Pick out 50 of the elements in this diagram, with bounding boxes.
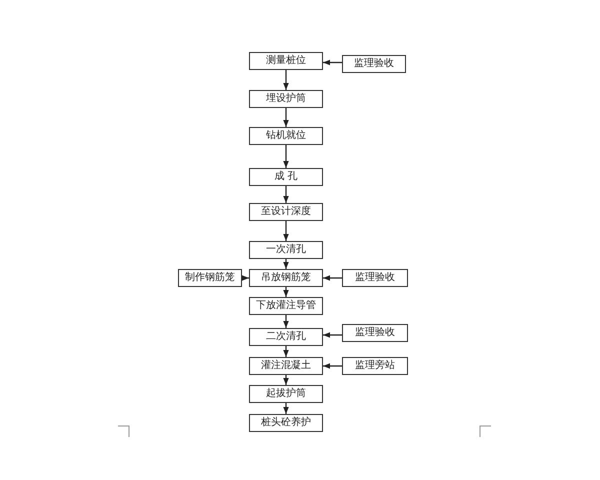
process-box bbox=[342, 324, 408, 342]
process-box bbox=[249, 203, 323, 221]
process-box bbox=[342, 357, 408, 375]
arrow bbox=[323, 275, 342, 281]
step-label: 下放灌注导管 bbox=[256, 301, 316, 311]
arrow bbox=[323, 363, 342, 369]
process-box bbox=[342, 55, 406, 73]
arrow bbox=[283, 259, 289, 269]
process-box bbox=[249, 297, 323, 315]
arrow bbox=[283, 346, 289, 357]
step-label: 桩头砼养护 bbox=[261, 418, 311, 428]
process-box bbox=[249, 385, 323, 403]
arrow bbox=[323, 60, 342, 66]
arrow bbox=[283, 221, 289, 241]
step-label: 监理验收 bbox=[355, 328, 395, 338]
arrow bbox=[283, 375, 289, 385]
process-box bbox=[249, 269, 323, 287]
process-box bbox=[249, 414, 323, 432]
step-label: 灌注混凝土 bbox=[261, 361, 311, 371]
step-label: 制作钢筋笼 bbox=[185, 273, 235, 283]
step-label: 监理旁站 bbox=[355, 361, 395, 371]
process-box bbox=[249, 168, 323, 186]
arrow bbox=[283, 315, 289, 328]
arrow bbox=[283, 403, 289, 414]
step-label: 起拔护筒 bbox=[266, 389, 306, 399]
arrow bbox=[242, 275, 249, 281]
process-box bbox=[249, 52, 323, 70]
step-label: 至设计深度 bbox=[261, 207, 311, 217]
step-label: 测量桩位 bbox=[266, 56, 306, 66]
step-label: 二次清孔 bbox=[266, 332, 306, 342]
process-box bbox=[342, 269, 408, 287]
arrow bbox=[283, 70, 289, 90]
arrow bbox=[323, 332, 342, 338]
step-label: 监理验收 bbox=[354, 59, 394, 69]
step-label: 监理验收 bbox=[355, 273, 395, 283]
step-label: 成 孔 bbox=[274, 172, 298, 182]
process-box bbox=[249, 127, 323, 145]
step-label: 钻机就位 bbox=[266, 131, 306, 141]
process-box bbox=[249, 357, 323, 375]
process-box bbox=[249, 241, 323, 259]
step-label: 吊放钢筋笼 bbox=[261, 273, 311, 283]
process-box bbox=[249, 90, 323, 108]
arrow bbox=[283, 108, 289, 127]
step-label: 埋设护筒 bbox=[266, 94, 306, 104]
arrow bbox=[283, 145, 289, 168]
step-label: 一次清孔 bbox=[266, 245, 306, 255]
arrow bbox=[283, 186, 289, 203]
arrow bbox=[283, 287, 289, 297]
process-box bbox=[178, 269, 242, 287]
process-box bbox=[249, 328, 323, 346]
